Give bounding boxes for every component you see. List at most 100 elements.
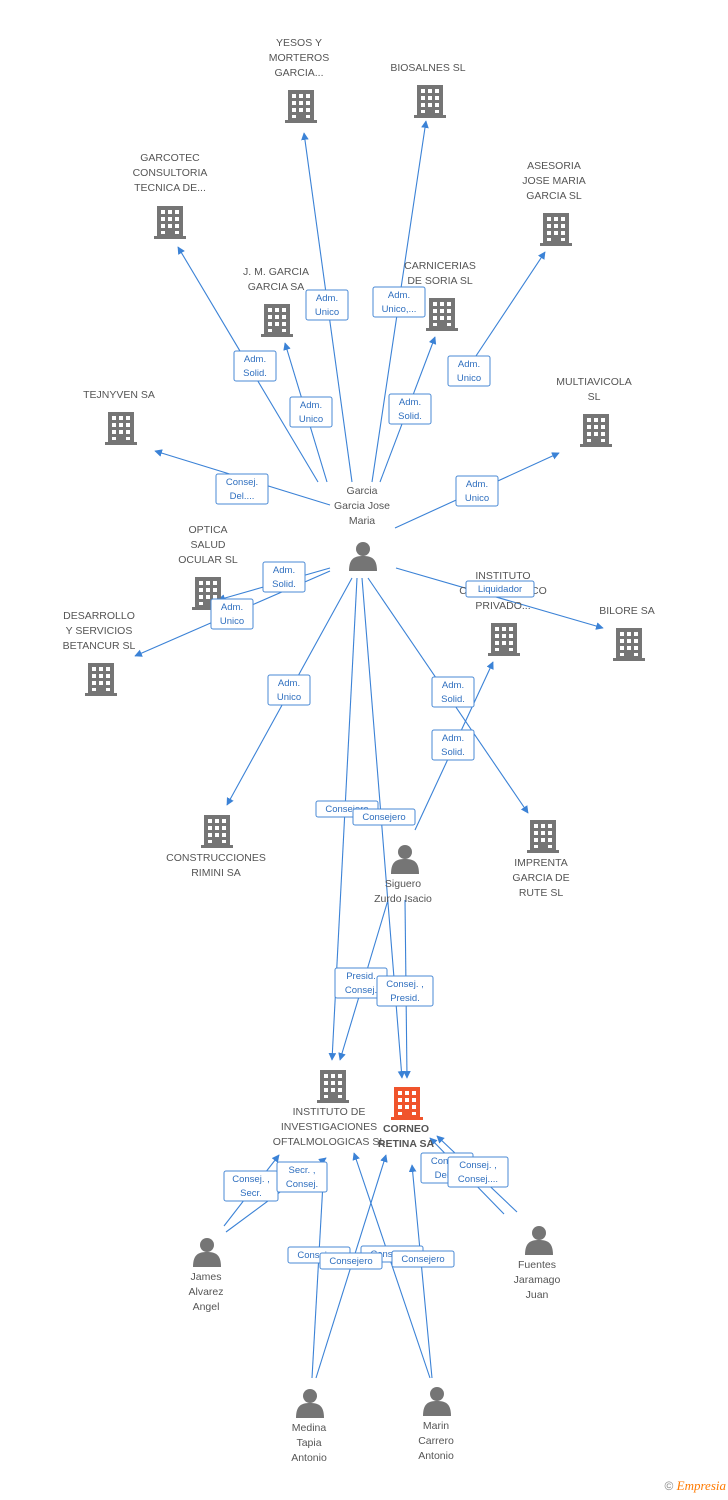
edge-label-line: Solid. (243, 368, 267, 379)
edge-label-e6[interactable]: Adm.Solid. (388, 393, 432, 425)
edge-label-e12[interactable]: Adm. Unico (267, 674, 311, 706)
edge-label-e20[interactable]: Secr. ,Consej. (276, 1161, 328, 1193)
company-node-tejnyven[interactable]: TEJNYVEN SA (83, 389, 155, 445)
node-label-line: GARCIA SL (526, 190, 582, 202)
footer-brand[interactable]: © Empresia (664, 1478, 726, 1494)
building-icon (540, 213, 572, 246)
edge-label-e18[interactable]: Consej. ,Presid. (376, 975, 434, 1007)
node-label-line: RIMINI SA (191, 867, 241, 879)
edge-label-line: Unico (299, 414, 323, 425)
company-node-inst_inv[interactable]: INSTITUTO DEINVESTIGACIONESOFTALMOLOGICA… (273, 1070, 386, 1148)
edge-label-e10[interactable]: Adm.Unico (210, 598, 254, 630)
edge-label-line: Adm. (278, 678, 300, 689)
edge-label-e8[interactable]: Adm.Unico (455, 475, 499, 507)
edge-label-line: Adm. (221, 602, 243, 613)
edge-label-box (233, 350, 277, 382)
person-icon (193, 1238, 221, 1267)
node-label-line: INSTITUTO (475, 570, 530, 582)
node-label-line: Alvarez (188, 1286, 223, 1298)
company-node-bilore[interactable]: BILORE SA (599, 605, 655, 661)
edge-label-line: Consej. (345, 985, 377, 996)
edge-label-box (447, 355, 491, 387)
node-label-line: Garcia (347, 485, 378, 497)
node-label-line: Juan (526, 1289, 549, 1301)
edge-label-e22[interactable]: Consej. ,Consej.... (447, 1156, 509, 1188)
edge-label-e4[interactable]: Adm.Unico (447, 355, 491, 387)
company-node-biosalnes[interactable]: BIOSALNES SL (390, 62, 466, 118)
node-label-line: YESOS Y (276, 37, 322, 49)
building-icon (201, 815, 233, 848)
edge-label-e16[interactable]: Consejero (352, 808, 416, 826)
edge-label-e25[interactable]: Consejero (319, 1252, 383, 1270)
node-label-line: JOSE MARIA (522, 175, 586, 187)
node-label-line: Tapia (296, 1437, 321, 1449)
node-label-line: INSTITUTO DE (293, 1106, 366, 1118)
company-node-yesos[interactable]: YESOS YMORTEROSGARCIA... (269, 37, 329, 123)
edge-label-e11[interactable]: Liquidador (465, 580, 535, 598)
edge-label-line: Solid. (441, 694, 465, 705)
node-label-line: GARCOTEC (140, 152, 200, 164)
edge-label-line: Solid. (441, 747, 465, 758)
edge-label-line: Secr. (240, 1188, 262, 1199)
building-icon (285, 90, 317, 123)
edge-label-e9[interactable]: Adm.Solid. (262, 561, 306, 593)
relationship-edge-e26 (408, 1164, 433, 1379)
edge-label-line: Unico (277, 692, 301, 703)
edge-label-line: Adm. (300, 400, 322, 411)
edge-label-line: Adm. (273, 565, 295, 576)
edge-label-e17[interactable]: Presid.Consej. (334, 967, 388, 999)
edge-label-line: Consejero (325, 804, 368, 815)
node-label-line: CONSTRUCCIONES (166, 852, 266, 864)
node-label-line: BIOSALNES SL (390, 62, 465, 74)
company-node-construcciones[interactable]: CONSTRUCCIONES RIMINI SA (166, 815, 266, 879)
node-label-line: Garcia Jose (334, 500, 390, 512)
node-label-line: DESARROLLO (63, 610, 135, 622)
edge-label-e1[interactable]: Adm.Unico (305, 289, 349, 321)
node-label-line: OCULAR SL (178, 554, 238, 566)
edge-label-box (215, 473, 269, 505)
edge-label-box (372, 286, 426, 318)
edge-label-e7[interactable]: Consej.Del.... (215, 473, 269, 505)
building-icon (613, 628, 645, 661)
edge-label-line: Consej. (431, 1156, 463, 1167)
edge-label-line: Del.... (230, 491, 255, 502)
node-label-line: Siguero (385, 878, 421, 890)
node-label-line: Antonio (418, 1450, 454, 1462)
edge-label-e19[interactable]: Consej. ,Secr. (223, 1170, 279, 1202)
edge-label-e14[interactable]: Adm.Solid. (431, 729, 475, 761)
node-label-line: OFTALMOLOGICAS SL (273, 1136, 386, 1148)
edge-label-line: Presid. (390, 993, 420, 1004)
edge-label-line: Adm. (388, 290, 410, 301)
edge-label-line: Consej.... (458, 1174, 498, 1185)
node-label-line: Jaramago (514, 1274, 561, 1286)
edge-label-box (262, 561, 306, 593)
edge-label-e2[interactable]: Adm.Unico,... (372, 286, 426, 318)
building-icon (414, 85, 446, 118)
edge-label-e3[interactable]: Adm.Solid. (233, 350, 277, 382)
edge-label-e5[interactable]: Adm. Unico (289, 396, 333, 428)
node-label-line: CONSULTORIA (133, 167, 208, 179)
edge-label-e13[interactable]: Adm.Solid. (431, 676, 475, 708)
edge-label-e26[interactable]: Consejero (391, 1250, 455, 1268)
person-icon (349, 542, 377, 571)
node-label-line: TECNICA DE... (134, 182, 206, 194)
company-node-garcotec[interactable]: GARCOTEC CONSULTORIA TECNICA DE... (133, 152, 208, 239)
edge-label-box (319, 1252, 383, 1270)
node-label-line: Zurdo Isacio (374, 893, 432, 905)
edge-label-box (391, 1250, 455, 1268)
edge-label-line: Adm. (458, 359, 480, 370)
